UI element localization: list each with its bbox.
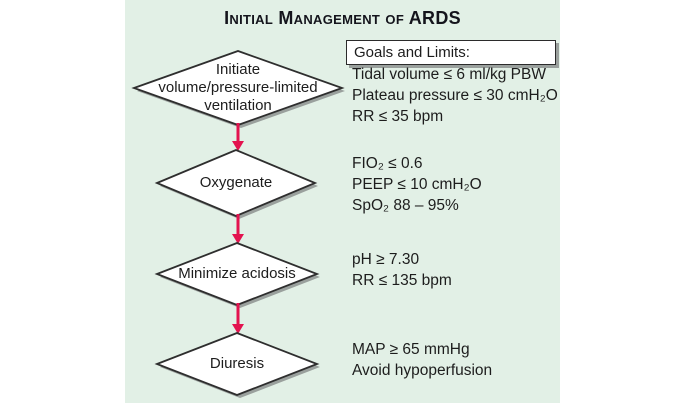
flow-node-acidosis: Minimize acidosis (153, 265, 321, 283)
goal-line: Plateau pressure ≤ 30 cmH₂O (352, 87, 558, 104)
goal-line: Avoid hypoperfusion (352, 362, 493, 379)
goal-line: PEEP ≤ 10 cmH₂O (352, 176, 482, 193)
goal-line: pH ≥ 7.30 (352, 251, 420, 268)
flow-node-oxygenate: Oxygenate (154, 174, 318, 192)
goal-line: MAP ≥ 65 mmHg (352, 341, 470, 358)
goal-line: RR ≤ 135 bpm (352, 272, 452, 289)
diamond-shape-acidosis (154, 242, 320, 308)
flow-node-oxygenate-line1: Oxygenate (199, 174, 273, 191)
diamond-shape-diuresis (154, 332, 320, 398)
flow-node-diuresis: Diuresis (153, 355, 321, 373)
goals-and-limits-box: Goals and Limits: (346, 40, 556, 65)
flow-node-acidosis-line1: Minimize acidosis (178, 265, 296, 282)
diamond-outline (154, 332, 320, 396)
diamond-outline (131, 50, 345, 126)
flow-node-ventilation: Initiate volume/pressure-limited ventila… (134, 61, 342, 115)
goal-line: Tidal volume ≤ 6 ml/kg PBW (352, 66, 546, 83)
goals-text-oxygenate: FIO₂ ≤ 0.6 PEEP ≤ 10 cmH₂O SpO₂ 88 – 95% (352, 153, 482, 216)
goals-text-ventilation: Tidal volume ≤ 6 ml/kg PBW Plateau press… (352, 64, 558, 127)
diamond-shape-oxygenate (154, 149, 318, 219)
flow-node-ventilation-line1: Initiate (215, 61, 261, 78)
diamond-outline (154, 242, 320, 306)
flow-node-ventilation-line3: ventilation (204, 97, 272, 114)
figure-title: Initial Management of ARDS (224, 8, 461, 28)
flow-arrow-1 (232, 123, 244, 151)
flow-node-ventilation-line2: volume/pressure-limited (158, 79, 318, 96)
flow-node-diuresis-line1: Diuresis (209, 355, 265, 372)
goals-and-limits-label: Goals and Limits: (354, 44, 470, 61)
goals-text-acidosis: pH ≥ 7.30 RR ≤ 135 bpm (352, 249, 452, 291)
flow-arrow-3 (232, 303, 244, 334)
diamond-outline (154, 149, 318, 217)
goal-line: FIO₂ ≤ 0.6 (352, 155, 423, 172)
goal-line: RR ≤ 35 bpm (352, 108, 444, 125)
goals-text-diuresis: MAP ≥ 65 mmHg Avoid hypoperfusion (352, 339, 492, 381)
diamond-shape-ventilation (131, 50, 345, 128)
flow-arrow-2 (232, 214, 244, 244)
goal-line: SpO₂ 88 – 95% (352, 197, 459, 214)
